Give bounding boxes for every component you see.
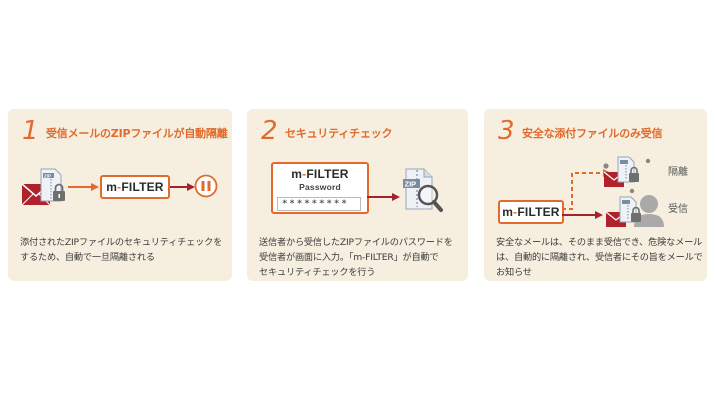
password-dialog: m-FILTER Password *********: [271, 162, 369, 214]
arrow-right-icon: [170, 183, 195, 191]
step-title: 安全な添付ファイルのみ受信: [522, 127, 663, 140]
m-filter-logo: m-FILTER: [502, 205, 560, 219]
step-description: 添付されたZIPファイルのセキュリティチェックを するため、自動で一旦隔離される: [20, 237, 223, 263]
svg-text:ZIP: ZIP: [405, 180, 417, 189]
step-number: 3: [498, 116, 515, 146]
m-filter-logo: m-FILTER: [291, 167, 349, 181]
step-description: 送信者から受信したZIPファイルのパスワードを 受信者が画面に入力。「m-FIL…: [259, 237, 453, 278]
step-number: 1: [22, 116, 39, 146]
quarantined-mail-icon: [603, 156, 651, 194]
zip-scan-icon: ZIP: [403, 168, 443, 212]
password-input[interactable]: *********: [277, 197, 361, 211]
m-filter-logo: m-FILTER: [106, 180, 164, 194]
m-filter-box: m-FILTER: [498, 200, 564, 224]
quarantine-label: 隔離: [668, 167, 688, 178]
receive-arrow-icon: [562, 211, 603, 219]
arrow-right-icon: [367, 193, 400, 201]
step-title: 受信メールのZIPファイルが自動隔離: [46, 127, 228, 140]
m-filter-box: m-FILTER: [100, 175, 170, 199]
pause-quarantine-icon: [194, 174, 218, 198]
step-title: セキュリティチェック: [285, 127, 393, 140]
receive-label: 受信: [668, 204, 688, 215]
step-description: 安全なメールは、そのまま受信でき、危険なメール は、自動的に隔離され、受信者にそ…: [496, 237, 703, 278]
recipient-mail-icon: [605, 195, 664, 227]
svg-text:ZIP: ZIP: [44, 174, 51, 179]
step-2-panel: 2 セキュリティチェック m-FILTER Password *********…: [247, 109, 468, 281]
zip-mail-locked-icon: ZIP: [21, 168, 65, 206]
step-1-panel: 1 受信メールのZIPファイルが自動隔離 ZIP m-FILTER 添付されたZ…: [8, 109, 232, 281]
step-number: 2: [261, 116, 278, 146]
arrow-right-icon: [68, 183, 99, 191]
password-label: Password: [299, 182, 341, 192]
step-3-panel: 3 安全な添付ファイルのみ受信 m-FILTER 隔離: [484, 109, 707, 281]
